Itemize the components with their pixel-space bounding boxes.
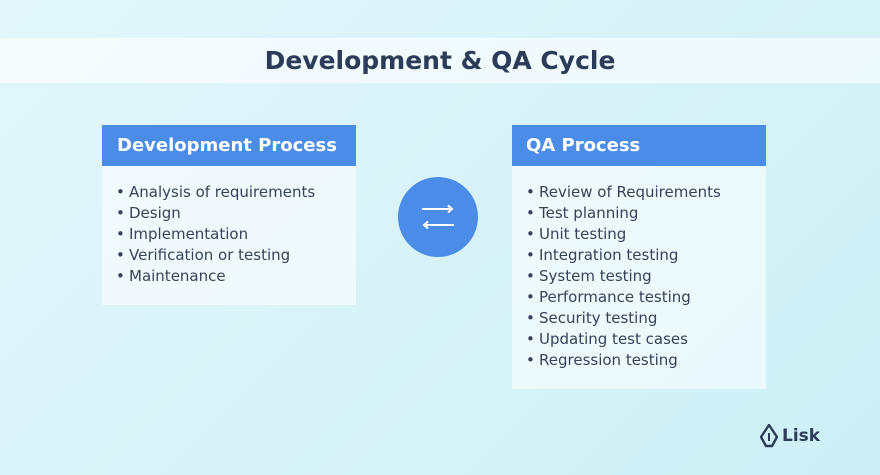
bullet: • [116, 204, 125, 222]
bullet: • [526, 246, 535, 264]
list-item: •Performance testing [526, 287, 766, 308]
list-item-text: Updating test cases [539, 330, 688, 348]
list-item-text: Integration testing [539, 246, 679, 264]
exchange-arrows-icon [398, 177, 478, 257]
list-item: •Integration testing [526, 245, 766, 266]
list-item-text: Design [129, 204, 181, 222]
bullet: • [526, 330, 535, 348]
qa-process-card: QA Process •Review of Requirements •Test… [512, 125, 766, 389]
list-item: •System testing [526, 266, 766, 287]
development-process-card: Development Process •Analysis of require… [102, 125, 356, 305]
bullet: • [116, 246, 125, 264]
bullet: • [116, 267, 125, 285]
list-item-text: Maintenance [129, 267, 226, 285]
qa-process-header: QA Process [512, 125, 766, 166]
list-item-text: System testing [539, 267, 652, 285]
bullet: • [526, 225, 535, 243]
list-item-text: Verification or testing [129, 246, 291, 264]
lisk-logo-text: Lisk [782, 426, 821, 446]
list-item: •Analysis of requirements [116, 182, 356, 203]
list-item: •Regression testing [526, 350, 766, 371]
list-item-text: Implementation [129, 225, 249, 243]
list-item-text: Regression testing [539, 351, 678, 369]
development-process-header: Development Process [102, 125, 356, 166]
qa-process-list: •Review of Requirements •Test planning •… [512, 166, 766, 371]
bullet: • [526, 351, 535, 369]
list-item: •Design [116, 203, 356, 224]
bullet: • [116, 183, 125, 201]
page-title: Development & QA Cycle [264, 46, 616, 75]
development-process-list: •Analysis of requirements •Design •Imple… [102, 166, 356, 287]
bullet: • [526, 204, 535, 222]
list-item: •Unit testing [526, 224, 766, 245]
title-bar: Development & QA Cycle [0, 38, 880, 83]
list-item: •Verification or testing [116, 245, 356, 266]
list-item: •Implementation [116, 224, 356, 245]
list-item-text: Test planning [539, 204, 639, 222]
bullet: • [116, 225, 125, 243]
list-item-text: Analysis of requirements [129, 183, 316, 201]
bullet: • [526, 267, 535, 285]
lisk-logo: Lisk [759, 422, 840, 452]
list-item: •Maintenance [116, 266, 356, 287]
list-item-text: Unit testing [539, 225, 627, 243]
bullet: • [526, 309, 535, 327]
list-item-text: Review of Requirements [539, 183, 721, 201]
list-item: •Updating test cases [526, 329, 766, 350]
list-item: •Review of Requirements [526, 182, 766, 203]
bullet: • [526, 288, 535, 306]
list-item-text: Security testing [539, 309, 658, 327]
list-item: •Test planning [526, 203, 766, 224]
list-item: •Security testing [526, 308, 766, 329]
lisk-logo-icon [759, 423, 779, 452]
list-item-text: Performance testing [539, 288, 691, 306]
bullet: • [526, 183, 535, 201]
